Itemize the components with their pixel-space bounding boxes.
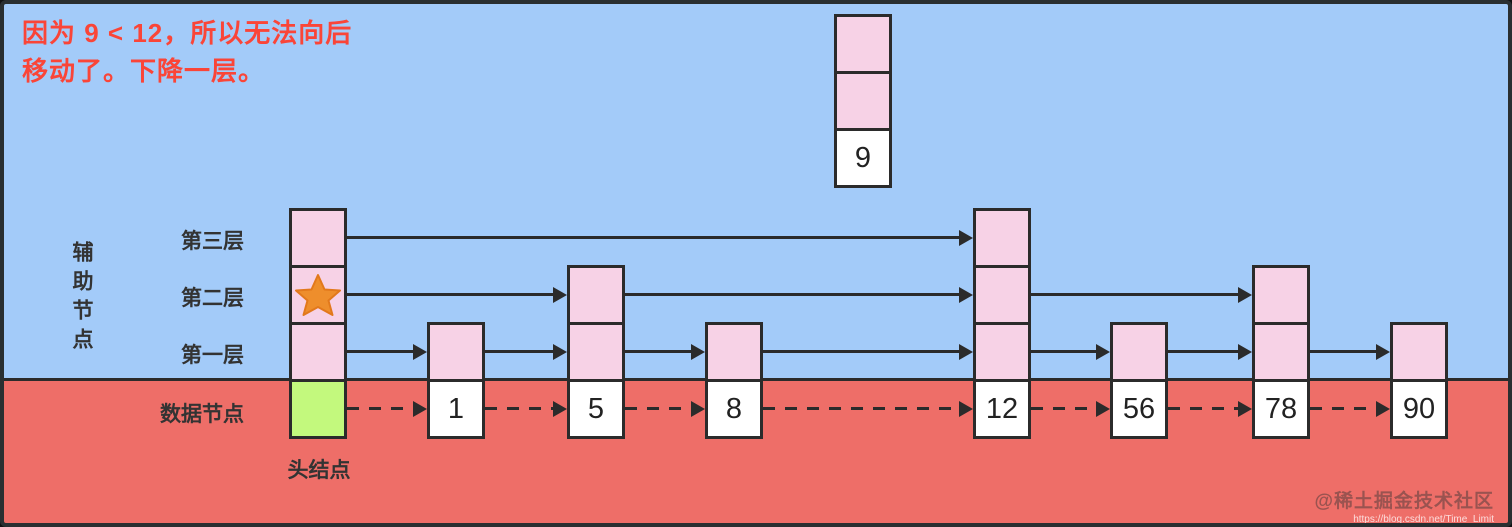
level-link-arrow (347, 287, 567, 303)
head-aux-cell-level1 (289, 322, 347, 382)
arrow-line (347, 293, 555, 296)
head-data-cell (289, 379, 347, 439)
arrow-head-icon (1238, 287, 1252, 303)
arrow-head-icon (1238, 401, 1252, 417)
floating-aux-cell (834, 71, 892, 131)
layer3-label: 第三层 (181, 230, 244, 253)
data-node-value-cell: 56 (1110, 379, 1168, 439)
watermark-url: https://blog.csdn.net/Time_Limit (1353, 514, 1494, 525)
arrow-line (1310, 407, 1378, 410)
arrow-head-icon (553, 344, 567, 360)
arrow-head-icon (553, 401, 567, 417)
arrow-head-icon (959, 401, 973, 417)
data-link-arrow (625, 401, 705, 417)
level-link-arrow (1168, 344, 1252, 360)
data-node-value-cell: 90 (1390, 379, 1448, 439)
data-link-arrow (485, 401, 567, 417)
arrow-head-icon (553, 287, 567, 303)
aux-cell-level1 (973, 322, 1031, 382)
data-link-arrow (347, 401, 427, 417)
aux-cell-level2 (973, 265, 1031, 325)
annotation-line2: 移动了。下降一层。 (22, 56, 266, 86)
aux-nodes-label: 辅助节点 (70, 241, 93, 357)
arrow-line (1031, 407, 1098, 410)
arrow-line (485, 350, 555, 353)
annotation-text: 因为 9 < 12，所以无法向后 移动了。下降一层。 (22, 14, 352, 90)
level-link-arrow (1310, 344, 1390, 360)
arrow-head-icon (413, 344, 427, 360)
head-node-label: 头结点 (287, 459, 351, 482)
aux-cell-level1 (705, 322, 763, 382)
data-link-arrow (1168, 401, 1252, 417)
level-link-arrow (625, 344, 705, 360)
arrow-head-icon (413, 401, 427, 417)
arrow-head-icon (1238, 344, 1252, 360)
arrow-line (1168, 350, 1240, 353)
aux-cell-level1 (1390, 322, 1448, 382)
arrow-head-icon (1096, 344, 1110, 360)
aux-cell-level1 (1110, 322, 1168, 382)
arrow-line (625, 293, 961, 296)
level-link-arrow (347, 344, 427, 360)
arrow-head-icon (1096, 401, 1110, 417)
aux-cell-level2 (1252, 265, 1310, 325)
head-aux-cell-level3 (289, 208, 347, 268)
arrow-line (1168, 407, 1240, 410)
level-link-arrow (625, 287, 973, 303)
layer1-label: 第一层 (181, 344, 244, 367)
arrow-line (1031, 293, 1240, 296)
data-link-arrow (1310, 401, 1390, 417)
arrow-line (347, 350, 415, 353)
arrow-head-icon (959, 230, 973, 246)
arrow-line (1031, 350, 1098, 353)
floating-node-value-cell: 9 (834, 128, 892, 188)
watermark-brand: @稀土掘金技术社区 (1314, 491, 1494, 512)
data-link-arrow (763, 401, 973, 417)
arrow-line (1310, 350, 1378, 353)
arrow-head-icon (959, 344, 973, 360)
level-link-arrow (763, 344, 973, 360)
data-node-value-cell: 12 (973, 379, 1031, 439)
level-link-arrow (485, 344, 567, 360)
watermark: @稀土掘金技术社区 https://blog.csdn.net/Time_Lim… (1314, 486, 1494, 525)
data-node-value-cell: 8 (705, 379, 763, 439)
data-link-arrow (1031, 401, 1110, 417)
aux-cell-level1 (567, 322, 625, 382)
arrow-line (763, 350, 961, 353)
arrow-line (347, 407, 415, 410)
aux-cell-level3 (973, 208, 1031, 268)
arrow-head-icon (691, 344, 705, 360)
aux-cell-level1 (1252, 322, 1310, 382)
level-link-arrow (1031, 344, 1110, 360)
annotation-line1: 因为 9 < 12，所以无法向后 (22, 18, 353, 48)
arrow-line (485, 407, 555, 410)
aux-cell-level2 (567, 265, 625, 325)
data-node-value-cell: 1 (427, 379, 485, 439)
data-nodes-label: 数据节点 (160, 403, 244, 426)
arrow-line (625, 407, 693, 410)
arrow-head-icon (959, 287, 973, 303)
arrow-line (625, 350, 693, 353)
data-node-value-cell: 5 (567, 379, 625, 439)
aux-cell-level1 (427, 322, 485, 382)
layer2-label: 第二层 (181, 287, 244, 310)
arrow-head-icon (1376, 344, 1390, 360)
level-link-arrow (347, 230, 973, 246)
star-icon (295, 274, 341, 316)
floating-aux-cell (834, 14, 892, 74)
data-node-value-cell: 78 (1252, 379, 1310, 439)
level-link-arrow (1031, 287, 1252, 303)
arrow-head-icon (691, 401, 705, 417)
head-aux-cell-level2 (289, 265, 347, 325)
arrow-head-icon (1376, 401, 1390, 417)
arrow-line (763, 407, 961, 410)
arrow-line (347, 236, 961, 239)
